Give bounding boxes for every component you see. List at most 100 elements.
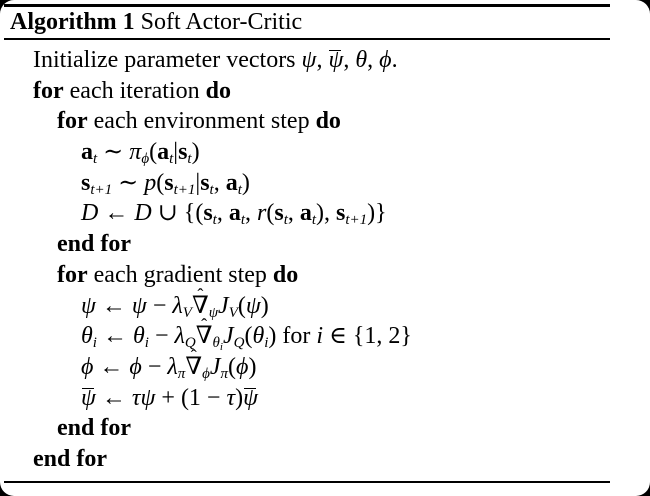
math-token: s bbox=[81, 169, 91, 196]
math-token: ϕ bbox=[129, 353, 142, 380]
math-token: . bbox=[391, 47, 398, 73]
algorithm-line: at ∼ πϕ(at|st) bbox=[0, 137, 650, 168]
math-token: θ bbox=[252, 323, 265, 350]
math-token: t+1 bbox=[90, 181, 113, 198]
algorithm-line: for each iteration do bbox=[0, 76, 650, 107]
math-token: − bbox=[141, 353, 168, 380]
math-token: s bbox=[203, 200, 213, 227]
math-token: s bbox=[274, 200, 284, 227]
math-token: ψ bbox=[131, 292, 147, 319]
math-token: i bbox=[316, 323, 324, 350]
math-token: π bbox=[220, 365, 229, 382]
algorithm-name: Soft Actor-Critic bbox=[140, 9, 303, 35]
math-token: t bbox=[169, 151, 174, 168]
math-token: ( bbox=[266, 200, 275, 227]
math-token: J bbox=[209, 353, 221, 380]
algorithm-line: for each gradient step do bbox=[0, 260, 650, 291]
math-token: − bbox=[148, 323, 175, 350]
math-token: t bbox=[240, 212, 245, 229]
hat-accent: ˆ bbox=[197, 284, 204, 305]
math-token: t bbox=[283, 212, 288, 229]
math-token: | bbox=[173, 139, 179, 166]
math-token: Q bbox=[233, 335, 245, 352]
math-token: J bbox=[222, 323, 234, 350]
math-token: for bbox=[57, 108, 88, 135]
math-token: end for bbox=[57, 231, 131, 258]
math-token: λ bbox=[167, 353, 178, 380]
algorithm-line: ψ ← τψ + (1 − τ)ψ bbox=[0, 383, 650, 414]
math-token: ∼ bbox=[112, 169, 145, 196]
math-token: ψ bbox=[301, 47, 317, 73]
math-token: ϕ bbox=[81, 353, 94, 380]
math-token: each environment step bbox=[87, 108, 316, 135]
math-token: , bbox=[216, 200, 229, 227]
math-token: θ bbox=[132, 323, 145, 350]
algorithm-line: Initialize parameter vectors ψ, ψ, θ, ϕ. bbox=[0, 45, 650, 76]
math-token: a bbox=[157, 139, 170, 166]
math-token: ← bbox=[96, 323, 133, 350]
algorithm-line: D ← D ∪ {(st, at, r(st, at), st+1)} bbox=[0, 198, 650, 229]
math-token: ψ bbox=[81, 384, 96, 411]
math-token: end for bbox=[57, 415, 131, 442]
math-token: Initialize parameter vectors bbox=[33, 47, 302, 73]
math-token: ← bbox=[98, 200, 135, 227]
math-token: π bbox=[129, 139, 142, 166]
math-token: , bbox=[287, 200, 300, 227]
math-token: ( bbox=[237, 292, 246, 319]
math-token: i bbox=[92, 335, 97, 352]
math-token: s bbox=[200, 169, 210, 196]
math-token: ), bbox=[316, 200, 337, 227]
algorithm-line: for each environment step do bbox=[0, 106, 650, 137]
math-token: ) for bbox=[268, 323, 317, 350]
math-token: ← bbox=[93, 353, 130, 380]
math-token: t bbox=[311, 212, 317, 229]
bottom-rule bbox=[4, 481, 610, 483]
math-token: i bbox=[144, 335, 149, 352]
math-token: do bbox=[315, 108, 341, 135]
math-token: , bbox=[316, 47, 329, 73]
math-token: do bbox=[272, 261, 299, 288]
math-token: end for bbox=[33, 445, 107, 472]
algorithm-title: Algorithm 1 Soft Actor-Critic bbox=[10, 9, 302, 35]
math-token: θ bbox=[212, 335, 220, 352]
math-token: + (1 − bbox=[155, 384, 227, 411]
math-token: a bbox=[225, 169, 238, 196]
algorithm-line: end for bbox=[0, 229, 650, 260]
algorithm-line: st+1 ∼ p(st+1|st, at) bbox=[0, 168, 650, 199]
algorithm-line: end for bbox=[0, 413, 650, 444]
math-token: ϕ bbox=[202, 365, 210, 382]
hat-accent: ˆ bbox=[201, 315, 208, 336]
math-token: each gradient step bbox=[87, 261, 273, 288]
math-token: ψ bbox=[328, 47, 344, 73]
math-token: i bbox=[264, 335, 269, 352]
math-token: t bbox=[209, 181, 214, 198]
math-token: t bbox=[93, 151, 98, 168]
math-token: ψ bbox=[243, 384, 258, 411]
math-token: r bbox=[257, 200, 267, 227]
math-token: t+1 bbox=[173, 181, 196, 198]
math-token: t+1 bbox=[345, 212, 368, 229]
math-token: ϕ bbox=[379, 47, 392, 73]
math-token: τ bbox=[226, 384, 236, 411]
math-token: λ bbox=[172, 292, 183, 319]
math-token: s bbox=[164, 169, 174, 196]
math-token: ) bbox=[260, 292, 269, 319]
math-token: π bbox=[177, 365, 186, 382]
math-token: ψ bbox=[208, 304, 219, 321]
math-token: t bbox=[237, 181, 242, 198]
math-token: V bbox=[182, 304, 192, 321]
math-token: ) bbox=[235, 384, 244, 411]
math-token: V bbox=[228, 304, 238, 321]
math-token: D bbox=[134, 200, 152, 227]
math-token: ψ bbox=[245, 292, 261, 319]
math-token: θ bbox=[355, 47, 368, 73]
math-token: D bbox=[81, 200, 99, 227]
hat-accent: ˆ bbox=[190, 345, 197, 366]
math-token: | bbox=[195, 169, 201, 196]
math-token: t bbox=[187, 151, 192, 168]
math-token: s bbox=[336, 200, 346, 227]
math-token: τψ bbox=[131, 384, 156, 411]
math-token: each iteration bbox=[63, 77, 206, 104]
